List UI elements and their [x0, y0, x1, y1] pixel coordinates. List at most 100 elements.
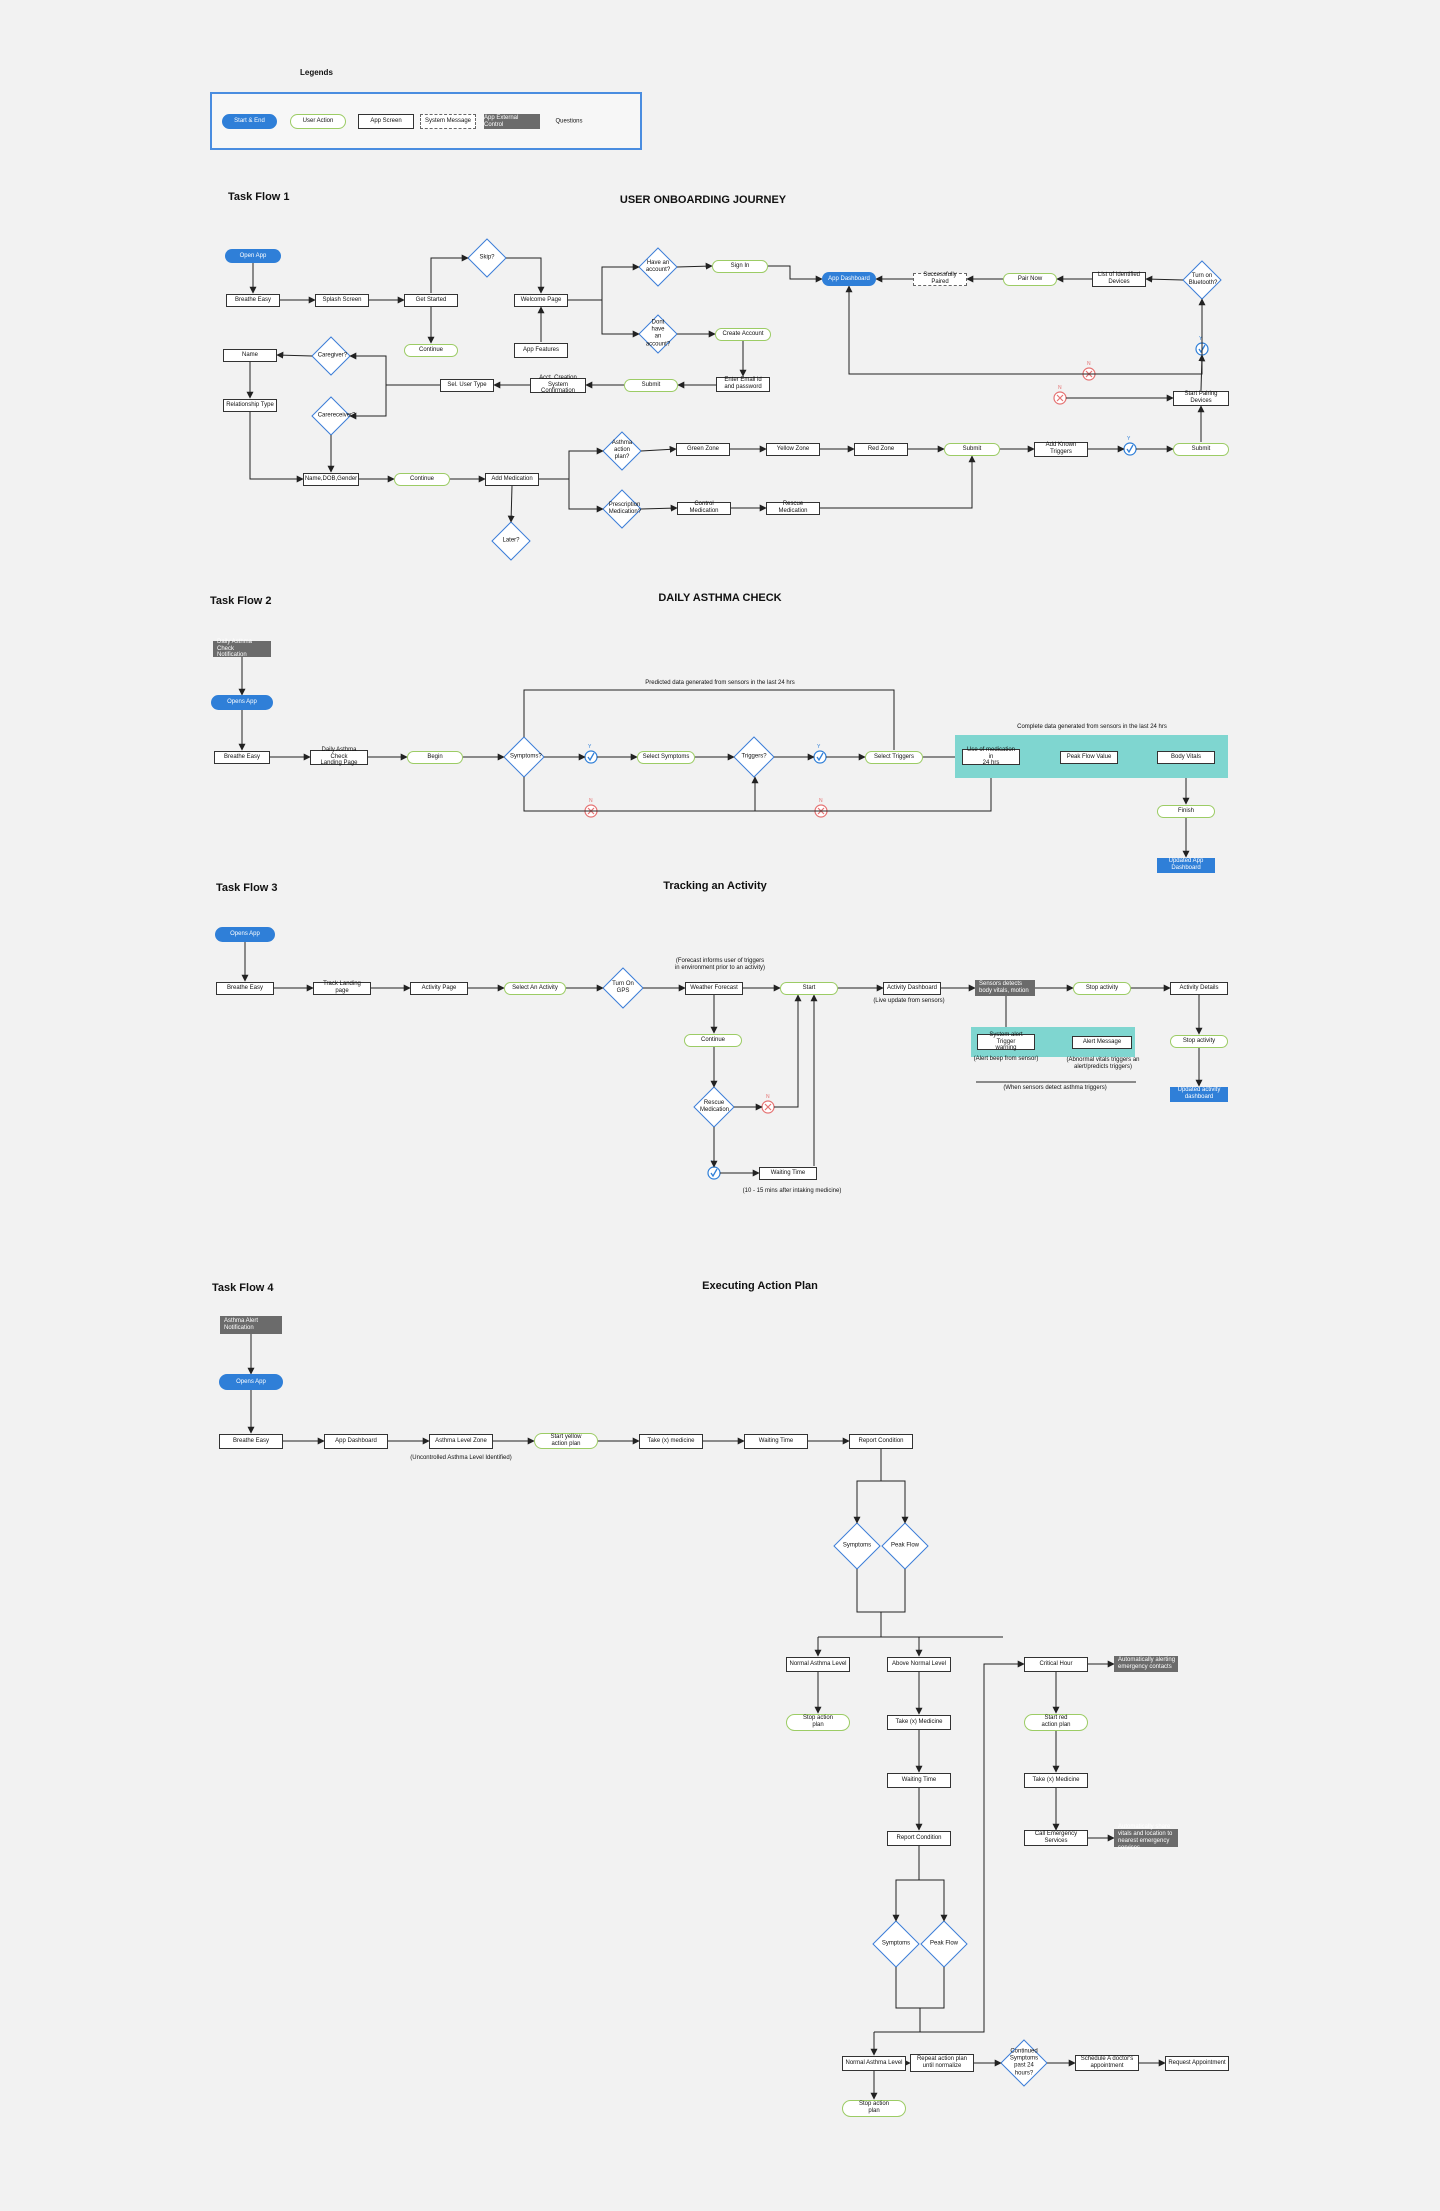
f4-repeat: Repeat action plan until normalize	[910, 2054, 974, 2072]
connector	[568, 263, 640, 301]
connector	[845, 285, 1203, 375]
f4-report2: Report Condition	[887, 1830, 951, 1846]
check-mark	[1126, 444, 1134, 454]
f1-dont-have-diamond	[638, 314, 678, 354]
f2-notification: Daily Asthma Check Notification	[213, 639, 271, 658]
check-mark	[816, 752, 824, 762]
f3-activity-dash: Activity Dashboard	[883, 981, 941, 995]
connector	[774, 994, 802, 1108]
f1-carereceiver: Carereceiver?	[317, 412, 356, 419]
connector	[539, 447, 604, 480]
f1-dashboard: App Dashboard	[822, 272, 876, 286]
check-mark	[1198, 344, 1206, 354]
cross-mark	[764, 1103, 772, 1111]
connector	[523, 776, 759, 812]
f4-waiting1: Waiting Time	[744, 1433, 808, 1449]
annotation-f4-uncontrolled: (Uncontrolled Asthma Level Identified)	[410, 1455, 512, 1461]
f1-yellow: Yellow Zone	[766, 442, 820, 456]
f2-landing: Daily Asthma Check Landing Page	[310, 747, 368, 766]
connector	[568, 479, 604, 513]
f4-normal1: Normal Asthma Level	[786, 1656, 850, 1672]
legend-title: Legends	[300, 68, 333, 77]
f1-green: Green Zone	[676, 442, 730, 456]
f1-get-started: Get Started	[404, 293, 458, 307]
legend-start-end: Start & End	[222, 114, 277, 129]
connector	[276, 351, 313, 359]
connector	[676, 262, 713, 270]
f4-stop-plan2: Stop action plan	[842, 2099, 906, 2117]
f4-continued: Continued Symptoms past 24 hours?	[1009, 2048, 1039, 2077]
f1-continue1: Continue	[404, 343, 458, 357]
connector	[1145, 275, 1184, 283]
f4-stop-plan1: Stop action plan	[786, 1713, 850, 1731]
no-label: N	[819, 798, 823, 804]
cross-mark	[1056, 394, 1064, 402]
f4-take-med1: Take (x) medicine	[639, 1433, 703, 1449]
annotation-f3-wait-time: (10 - 15 mins after intaking medicine)	[742, 1188, 842, 1194]
f1-skip-diamond	[467, 238, 507, 278]
f4-waiting2: Waiting Time	[887, 1772, 951, 1788]
flow4-label: Task Flow 4	[212, 1282, 274, 1294]
f4-auto-share: Automatically share vitals and location …	[1114, 1824, 1178, 1851]
f3-select-activity: Select An Activity	[504, 981, 566, 995]
connector	[430, 254, 469, 293]
f1-turn-bt: Turn on Bluetooth?	[1188, 272, 1218, 286]
connector	[640, 504, 678, 512]
f2-finish: Finish	[1157, 804, 1215, 818]
f4-take-med2: Take (x) Medicine	[887, 1714, 951, 1730]
f1-submit1: Submit	[624, 378, 678, 392]
f4-report1: Report Condition	[849, 1433, 913, 1449]
f3-updated: Updated activity dashboard	[1170, 1086, 1228, 1102]
f2-peak-flow: Peak Flow Value	[1060, 750, 1118, 764]
connector	[601, 300, 640, 338]
f1-asthma-plan-diamond	[602, 431, 642, 471]
legend-user-action: User Action	[290, 114, 346, 129]
f4-asthma-zone: Asthma Level Zone	[429, 1433, 493, 1449]
f3-activity-page: Activity Page	[410, 981, 468, 995]
f2-select-symptoms: Select Symptoms	[637, 750, 695, 764]
f3-start: Start	[780, 981, 838, 995]
flow1-label: Task Flow 1	[228, 191, 290, 203]
connector	[892, 1846, 920, 1922]
f2-breathe-easy: Breathe Easy	[214, 750, 270, 764]
f3-weather: Weather Forecast	[685, 981, 743, 995]
f1-app-features: App Features	[514, 342, 568, 358]
f3-opens-app: Opens App	[215, 926, 275, 942]
flow2-label: Task Flow 2	[210, 595, 272, 607]
legend-questions: Questions	[555, 118, 583, 125]
f1-start-pairing: Start Pairing Devices	[1173, 390, 1229, 406]
f1-enter-email: Enter Email id and password	[716, 376, 770, 392]
connector	[755, 764, 995, 812]
annotation-f3-live: (Live update from sensors)	[873, 998, 945, 1004]
f3-activity-details: Activity Details	[1170, 981, 1228, 995]
f4-peak1: Peak Flow	[890, 1542, 919, 1549]
f2-symptoms: Symptoms?	[510, 753, 542, 760]
f1-later-diamond	[491, 521, 531, 561]
connector	[874, 1660, 1025, 2033]
f1-later: Later?	[502, 537, 520, 544]
no-label: N	[1087, 361, 1091, 367]
connector	[820, 455, 976, 509]
f1-sel-user-type: Sel. User Type	[440, 378, 494, 392]
f4-auto-contacts: Automatically alerting emergency contact…	[1114, 1656, 1178, 1672]
yes-label: Y	[817, 744, 821, 750]
f4-schedule: Schedule A doctor's appointment	[1075, 2055, 1139, 2071]
f4-start-yellow: Start yellow action plan	[534, 1433, 598, 1449]
f1-skip: Skip?	[479, 254, 495, 261]
f1-caregiver: Caregiver?	[317, 352, 348, 359]
f1-rescue-med: Rescue Medication	[766, 501, 820, 515]
flow3-title: Tracking an Activity	[663, 880, 767, 892]
annotation-f3-forecast: (Forecast informs user of triggers in en…	[674, 958, 766, 972]
f1-continue2: Continue	[394, 472, 450, 486]
f4-symptoms2: Symptoms	[881, 1940, 911, 1947]
f1-paired: Successfully Paired	[913, 272, 967, 286]
f3-alert-trigger: System alert Trigger warning	[977, 1032, 1035, 1051]
f4-normal2: Normal Asthma Level	[842, 2055, 906, 2071]
f1-red: Red Zone	[854, 442, 908, 456]
connector	[523, 689, 895, 750]
f1-caregiver-diamond	[311, 336, 351, 376]
connector	[349, 352, 440, 386]
f4-take-med3: Take (x) Medicine	[1024, 1772, 1088, 1788]
connector	[249, 412, 304, 483]
yes-label: Y	[1127, 436, 1131, 442]
